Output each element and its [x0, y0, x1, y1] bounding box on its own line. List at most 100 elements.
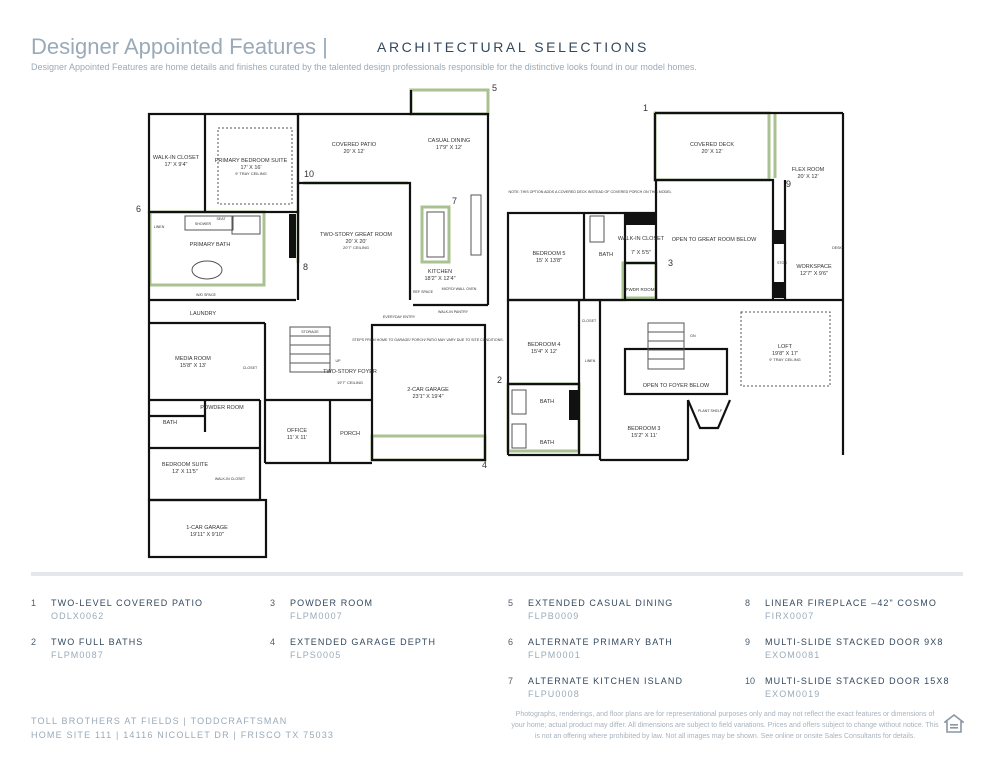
room-1-car-garage: 1-CAR GARAGE: [186, 525, 228, 531]
marker-10: 10: [304, 169, 314, 179]
room-foyer-note: 19'7" CEILING: [337, 380, 363, 385]
label-plant-shelf: PLANT SHELF: [698, 409, 723, 413]
label-linen-2: LINEN: [585, 359, 596, 363]
room-bedroom-4: BEDROOM 4: [527, 342, 560, 348]
legend-number: 7: [508, 676, 514, 686]
legend-item: 10 MULTI-SLIDE STACKED DOOR 15X8 EXOM001…: [745, 676, 975, 706]
room-workspace-dim: 12'7" X 9'6": [800, 271, 828, 277]
legend-code: FIRX0007: [765, 611, 815, 621]
legend-code: FLPB0009: [528, 611, 580, 621]
room-flex-room: FLEX ROOM: [792, 167, 825, 173]
legend-number: 10: [745, 676, 756, 686]
label-steps-note: STEPS FROM HOME TO GARAGE/ PORCH/ PATIO …: [352, 338, 503, 342]
room-walk-in-closet-2-dim: 7' X 5'5": [631, 250, 651, 256]
label-walk-in-closet: WALK-IN CLOSET: [215, 477, 246, 481]
legend-name: TWO FULL BATHS: [51, 637, 144, 647]
room-laundry: LAUNDRY: [190, 311, 217, 317]
marker-9: 9: [786, 179, 791, 189]
legend-item: 5 EXTENDED CASUAL DINING FLPB0009: [508, 598, 738, 628]
label-everyday-entry: EVERYDAY ENTRY: [383, 315, 416, 319]
room-walk-in-closet-2: WALK-IN CLOSET: [618, 236, 665, 242]
room-casual-dining: CASUAL DINING: [428, 138, 471, 144]
legend-item: 6 ALTERNATE PRIMARY BATH FLPM0001: [508, 637, 738, 667]
legend-number: 3: [270, 598, 276, 608]
room-flex-room-dim: 20' X 12': [797, 174, 818, 180]
marker-4: 4: [482, 460, 487, 470]
legend-name: ALTERNATE PRIMARY BATH: [528, 637, 673, 647]
legend-code: FLPM0001: [528, 650, 581, 660]
room-walk-in-closet: WALK-IN CLOSET: [153, 155, 200, 161]
room-bath: BATH: [163, 420, 177, 426]
room-open-to-great-room: OPEN TO GREAT ROOM BELOW: [672, 237, 757, 243]
label-walk-in-pantry: WALK-IN PANTRY: [438, 310, 469, 314]
room-media-room: MEDIA ROOM: [175, 356, 211, 362]
legend-name: TWO-LEVEL COVERED PATIO: [51, 598, 204, 608]
room-great-room-dim: 20' X 20': [345, 239, 366, 245]
page-subtitle: Designer Appointed Features are home det…: [31, 62, 697, 72]
legend-code: EXOM0019: [765, 689, 821, 699]
legend-item: 7 ALTERNATE KITCHEN ISLAND FLPU0008: [508, 676, 738, 706]
highlight-casual-dining: [409, 88, 490, 116]
footer-community: TOLL BROTHERS AT FIELDS | TODDCRAFTSMAN: [31, 716, 288, 726]
label-closet-2: CLOSET: [582, 319, 597, 323]
legend-name: EXTENDED GARAGE DEPTH: [290, 637, 437, 647]
legend-name: MULTI-SLIDE STACKED DOOR 9X8: [765, 637, 944, 647]
label-up: UP: [336, 359, 342, 363]
marker-7: 7: [452, 196, 457, 206]
marker-5: 5: [492, 83, 497, 93]
legend-item: 2 TWO FULL BATHS FLPM0087: [31, 637, 261, 667]
page-title: Designer Appointed Features |: [31, 34, 328, 59]
room-bedroom-suite: BEDROOM SUITE: [162, 462, 208, 468]
marker-2: 2: [497, 375, 502, 385]
legend-number: 9: [745, 637, 751, 647]
option-markers: 1 2 3 4 5 6 7 8 9 10: [136, 83, 791, 470]
label-dn: DN: [690, 334, 696, 338]
legend-code: FLPU0008: [528, 689, 580, 699]
marker-8: 8: [303, 262, 308, 272]
room-2-car-garage: 2-CAR GARAGE: [407, 387, 449, 393]
legend-code: FLPM0087: [51, 650, 104, 660]
room-bedroom-3: BEDROOM 3: [627, 426, 660, 432]
equal-housing-icon: [944, 714, 964, 733]
room-primary-bedroom-note: 9' TRAY CEILING: [235, 171, 266, 176]
label-micro-wall-oven: MICRO/ WALL OVEN: [442, 287, 477, 291]
label-stor: STOR: [777, 261, 787, 265]
room-primary-bedroom: PRIMARY BEDROOM SUITE: [215, 158, 288, 164]
room-primary-bath: PRIMARY BATH: [190, 242, 231, 248]
legend-item: 3 POWDER ROOM FLPM0007: [270, 598, 500, 628]
marker-1: 1: [643, 103, 648, 113]
room-great-room: TWO-STORY GREAT ROOM: [320, 232, 392, 238]
room-kitchen: KITCHEN: [428, 269, 452, 275]
room-kitchen-dim: 18'2" X 12'4": [424, 276, 455, 282]
room-great-room-note: 20'7" CEILING: [343, 245, 369, 250]
marker-6: 6: [136, 204, 141, 214]
legend-code: FLPS0005: [290, 650, 342, 660]
legend-code: FLPM0007: [290, 611, 343, 621]
label-closet: CLOSET: [243, 366, 258, 370]
label-seat: SEAT: [216, 217, 226, 221]
room-foyer: TWO-STORY FOYER: [323, 369, 377, 375]
room-casual-dining-dim: 17'9" X 12': [436, 145, 462, 151]
room-bedroom-4-dim: 15'4" X 12': [531, 349, 557, 355]
highlight-powder-room: [621, 261, 658, 300]
legend-name: EXTENDED CASUAL DINING: [528, 598, 674, 608]
label-linen: LINEN: [154, 225, 165, 229]
label-ref-space: REF SPACE: [413, 290, 434, 294]
room-covered-deck-dim: 20' X 12': [701, 149, 722, 155]
marker-3: 3: [668, 258, 673, 268]
footer-address: TOLL BROTHERS AT FIELDS | TODDCRAFTSMAN …: [31, 714, 334, 742]
floor-plan: WALK-IN CLOSET 17' X 9'4" PRIMARY BEDROO…: [136, 83, 845, 559]
first-floor-plan: WALK-IN CLOSET 17' X 9'4" PRIMARY BEDROO…: [147, 88, 504, 559]
room-porch: PORCH: [340, 431, 360, 437]
room-walk-in-closet-dim: 17' X 9'4": [164, 162, 187, 168]
label-shower: SHOWER: [195, 222, 212, 226]
footer-home-site: HOME SITE 111 | 14116 NICOLLET DR | FRIS…: [31, 730, 335, 740]
room-bedroom-suite-dim: 12' X 11'5": [172, 469, 198, 475]
second-floor-plan: COVERED DECK 20' X 12' FLEX ROOM 20' X 1…: [506, 111, 845, 462]
room-2-car-garage-dim: 23'1" X 19'4": [412, 394, 443, 400]
room-loft-dim: 19'8" X 17': [772, 351, 798, 357]
legend-name: LINEAR FIREPLACE –42" COSMO: [765, 598, 937, 608]
label-desk: DESK: [832, 246, 842, 250]
room-office-dim: 11' X 11': [287, 435, 307, 441]
legend-number: 6: [508, 637, 514, 647]
